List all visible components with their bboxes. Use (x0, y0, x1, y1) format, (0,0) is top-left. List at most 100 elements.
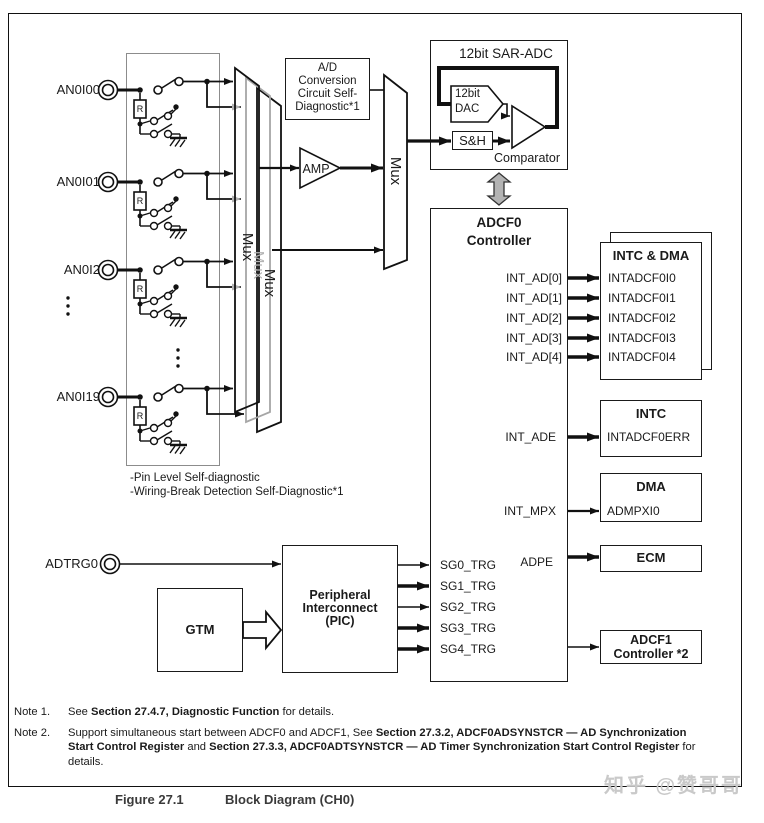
mux-stage2-label: Mux (387, 156, 404, 186)
ad-diag-line2: Conversion (298, 75, 357, 87)
interrupt-intadcf0err: INTADCF0ERR (607, 430, 691, 444)
note-2-seg3: and (184, 741, 210, 753)
note-1-label: Note 1. (14, 706, 51, 718)
resistor-label: R (136, 196, 144, 206)
sar-adc-internals (437, 66, 559, 150)
adcf1-title-line2: Controller *2 (613, 647, 689, 661)
note-1-text: See Section 27.4.7, Diagnostic Function … (68, 705, 714, 720)
resistor-label: R (136, 104, 144, 114)
gtm-block-arrow (242, 609, 283, 651)
adcf1-title-line1: ADCF1 (630, 633, 672, 647)
interrupt-intadcf0i4: INTADCF0I4 (608, 350, 676, 364)
ellipsis-dots (66, 296, 180, 368)
resistor-label: R (136, 284, 144, 294)
wiring-break-note: -Wiring-Break Detection Self-Diagnostic*… (130, 486, 344, 498)
signal-sg2-trg: SG2_TRG (440, 600, 497, 614)
intc-dma-title: INTC & DMA (612, 248, 690, 263)
intc-box (600, 400, 702, 457)
pin-circuit-an0i00 (99, 78, 234, 148)
interrupt-intadcf0i0: INTADCF0I0 (608, 271, 676, 285)
pic-title-line1: Peripheral (309, 588, 371, 602)
sg-trigger-arrows (398, 561, 429, 654)
gtm-box (157, 588, 243, 672)
adcf0-title-line2: Controller (466, 233, 532, 248)
interrupt-intadcf0i1: INTADCF0I1 (608, 291, 676, 305)
comparator-label: Comparator (494, 151, 560, 165)
signal-sg0-trg: SG0_TRG (440, 558, 497, 572)
note-2-seg4: Section 27.3.3, ADCF0ADTSYNSTCR — AD Tim… (209, 741, 680, 753)
ecm-title: ECM (636, 550, 666, 565)
interrupt-arrows (568, 273, 599, 651)
figure-title: Block Diagram (CH0) (225, 792, 355, 807)
pin-label-an0i00: AN0I00 (56, 82, 100, 97)
pin-label-an0i01: AN0I01 (56, 174, 100, 189)
gtm-title: GTM (185, 622, 215, 637)
dac-label-line1: 12bit (455, 88, 480, 100)
resistor-label: R (136, 411, 144, 421)
note-2-seg2: Section 27.3.2, ADCF0ADSYNSTCR — AD Sync… (68, 726, 687, 754)
amp-label: AMP (302, 162, 330, 176)
pin-circuit-an0i19 (99, 385, 234, 455)
interrupt-admpxi0: ADMPXI0 (607, 504, 660, 518)
amp-path (259, 89, 384, 254)
signal-sg4-trg: SG4_TRG (440, 642, 497, 656)
note-2-label: Note 2. (14, 726, 51, 739)
signal-int-ad0: INT_AD[0] (505, 271, 562, 285)
signal-int-mpx: INT_MPX (503, 504, 556, 518)
dma-title: DMA (636, 479, 666, 494)
pin-level-self-diagnostic-note: -Pin Level Self-diagnostic (130, 472, 260, 484)
ad-conversion-self-diagnostic-box (285, 58, 370, 120)
note-2-seg1: Support simultaneous start between ADCF0… (68, 726, 376, 739)
ad-diag-line3: Circuit Self- (297, 88, 358, 100)
pin-label-an0i19: AN0I19 (56, 389, 100, 404)
notes-block: Note 1. See Section 27.4.7, Diagnostic F… (14, 705, 714, 775)
figure-number: Figure 27.1 (115, 792, 184, 807)
note-2: Note 2. Support simultaneous start betwe… (14, 726, 714, 770)
sample-hold-box (452, 131, 493, 150)
pin-label-adtrg0: ADTRG0 (45, 556, 98, 571)
sample-hold-label: S&H (459, 133, 486, 148)
sar-adc-title: 12bit SAR-ADC (459, 46, 553, 61)
signal-int-ade: INT_ADE (505, 430, 556, 444)
note-1: Note 1. See Section 27.4.7, Diagnostic F… (14, 705, 714, 720)
note-1-seg3: for details. (279, 706, 335, 718)
note-1-seg1: See (68, 706, 92, 718)
dac-label-line2: DAC (455, 103, 480, 115)
note-1-seg2: Section 27.4.7, Diagnostic Function (91, 706, 280, 718)
intc-title: INTC (635, 406, 667, 421)
adcf0-title-line1: ADCF0 (476, 215, 522, 230)
signal-adpe: ADPE (520, 555, 553, 569)
pic-title-line3: (PIC) (325, 614, 355, 628)
ecm-box (600, 545, 702, 572)
pin-label-an0i2: AN0I2 (63, 262, 100, 277)
interrupt-intadcf0i2: INTADCF0I2 (608, 311, 676, 325)
signal-sg3-trg: SG3_TRG (440, 621, 497, 635)
sar-adcf0-bus-arrow (486, 172, 512, 206)
mux-stage2-shape (383, 73, 408, 271)
pic-box (282, 545, 398, 673)
note-2-text: Support simultaneous start between ADCF0… (68, 726, 714, 770)
interrupt-intadcf0i3: INTADCF0I3 (608, 331, 676, 345)
signal-int-ad4: INT_AD[4] (505, 350, 562, 364)
pin-self-diagnostic-box (126, 53, 220, 466)
figure-border (8, 13, 742, 787)
ad-diag-line4: Diagnostic*1 (295, 101, 360, 113)
signal-int-ad3: INT_AD[3] (505, 331, 562, 345)
pin-circuit-an0i2 (99, 258, 234, 328)
ad-diag-line1: A/D (317, 62, 338, 74)
signal-int-ad1: INT_AD[1] (505, 291, 562, 305)
intc-dma-box (600, 242, 702, 380)
pin-branch-arrows (206, 81, 244, 418)
pic-title-line2: Interconnect (302, 601, 378, 615)
signal-sg1-trg: SG1_TRG (440, 579, 497, 593)
signal-int-ad2: INT_AD[2] (505, 311, 562, 325)
adcf1-controller-box (600, 630, 702, 664)
mux-stack (234, 66, 282, 434)
mux-back-label: Mux (261, 268, 278, 298)
pin-circuit-an0i01 (99, 170, 234, 240)
watermark: 知乎 @赞哥哥 (604, 775, 744, 797)
note-2-seg5: for details. (68, 741, 696, 768)
adtrg0-pin (99, 553, 281, 575)
